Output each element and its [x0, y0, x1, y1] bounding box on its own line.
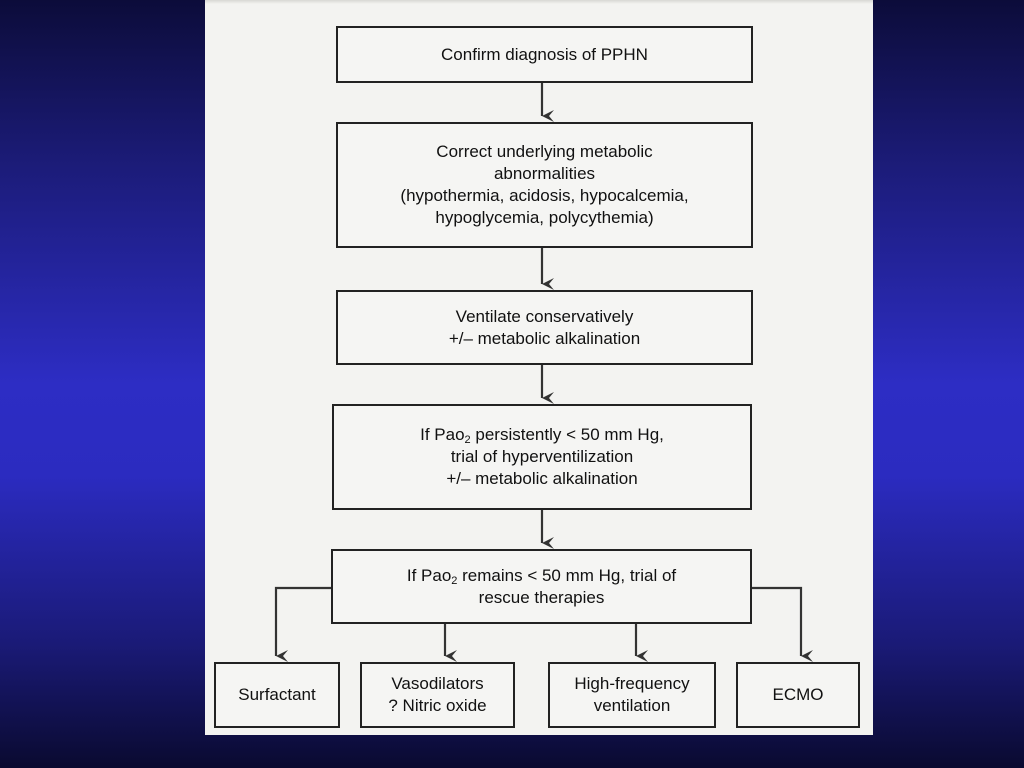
box-hyperventilization-line2: trial of hyperventilization	[450, 447, 634, 466]
box-hyperventilization-subscript: 2	[464, 434, 471, 446]
box-hyperventilization-line3: +/– metabolic alkalination	[446, 469, 638, 488]
box-ventilate-line1: Ventilate conservatively	[455, 306, 634, 326]
box-confirm-diagnosis-text: Confirm diagnosis of PPHN	[441, 44, 648, 64]
box-rescue-therapies-subscript: 2	[451, 574, 458, 587]
box-ventilate: Ventilate conservatively +/– metabolic a…	[336, 290, 753, 365]
arrow-to-ecmo	[752, 586, 813, 662]
box-rescue-therapies: If Pao2 remains < 50 mm Hg, trial of res…	[331, 549, 752, 624]
box-ecmo: ECMO	[736, 662, 860, 728]
box-vasodilators-line1: Vasodilators	[391, 674, 484, 693]
box-high-frequency-line1: High-frequency	[574, 674, 690, 693]
box-hyperventilization-line1-pre: If Pao	[420, 425, 465, 444]
box-surfactant-text: Surfactant	[238, 685, 316, 704]
box-vasodilators-line2: ? Nitric oxide	[388, 696, 487, 715]
box-rescue-therapies-line1-post: remains < 50 mm Hg, trial of	[457, 565, 677, 585]
box-ecmo-text: ECMO	[772, 685, 824, 704]
box-hyperventilization-line1: If Pao2 persistently < 50 mm Hg,	[420, 424, 664, 446]
arrow-to-surfactant	[274, 586, 331, 662]
box-correct-metabolic: Correct underlying metabolic abnormaliti…	[336, 122, 753, 248]
box-correct-metabolic-line1: Correct underlying metabolic	[436, 142, 653, 161]
box-rescue-therapies-line1: If Pao2 remains < 50 mm Hg, trial of	[407, 565, 676, 587]
box-hyperventilization: If Pao2 persistently < 50 mm Hg, trial o…	[332, 404, 752, 510]
box-high-frequency-line2: ventilation	[593, 696, 671, 715]
box-rescue-therapies-line2: rescue therapies	[478, 587, 605, 607]
box-rescue-therapies-line1-pre: If Pao	[406, 565, 452, 585]
box-high-frequency: High-frequency ventilation	[548, 662, 716, 728]
paper-top-edge	[205, 0, 873, 4]
box-ventilate-line2: +/– metabolic alkalination	[448, 328, 641, 348]
box-correct-metabolic-line3: (hypothermia, acidosis, hypocalcemia,	[400, 186, 689, 205]
flowchart-paper: Confirm diagnosis of PPHN Correct underl…	[205, 0, 873, 735]
box-correct-metabolic-line4: hypoglycemia, polycythemia)	[435, 208, 654, 227]
box-vasodilators: Vasodilators ? Nitric oxide	[360, 662, 515, 728]
box-confirm-diagnosis: Confirm diagnosis of PPHN	[336, 26, 753, 83]
box-surfactant: Surfactant	[214, 662, 340, 728]
box-hyperventilization-line1-post: persistently < 50 mm Hg,	[470, 425, 664, 444]
box-correct-metabolic-line2: abnormalities	[493, 164, 596, 183]
flowchart-arrows	[274, 82, 813, 662]
